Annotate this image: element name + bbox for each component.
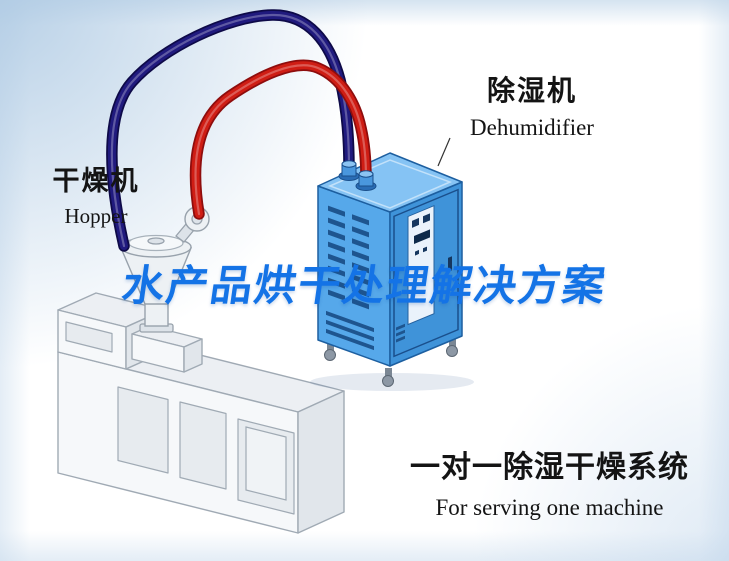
system-label: 一对一除湿干燥系统 For serving one machine	[410, 450, 689, 522]
pipe-fitting	[338, 160, 360, 181]
dehumidifier-vents	[326, 205, 374, 351]
caster-wheel	[446, 338, 458, 357]
pipe-supply-red	[189, 59, 372, 220]
door-handle	[448, 256, 452, 272]
dehumidifier-label-en: Dehumidifier	[470, 114, 594, 140]
system-label-en: For serving one machine	[435, 495, 664, 520]
panel-button	[412, 217, 419, 228]
pipe-fitting	[355, 170, 377, 191]
caster-wheel	[324, 342, 336, 361]
dryer-label-en: Hopper	[64, 204, 128, 229]
main-title: 水产品烘干处理解决方案	[118, 261, 610, 310]
hopper-unit	[119, 206, 210, 333]
extruder-door-panel	[117, 386, 169, 474]
dehumidifier-control-panel	[393, 188, 459, 358]
extruder-machine	[57, 292, 345, 534]
dehumidifier-label: 除湿机 Dehumidifier	[452, 74, 612, 141]
dehumidifier-label-cn: 除湿机	[486, 74, 577, 107]
dehumidifier-unit	[310, 152, 474, 391]
extruder-side	[297, 390, 345, 534]
panel-button	[423, 213, 430, 224]
extruder-door-inset	[245, 426, 287, 501]
caster-wheel	[382, 368, 394, 387]
panel-display	[414, 229, 430, 245]
dryer-label-cn: 干燥机	[52, 166, 140, 197]
extruder-small-panel	[65, 321, 113, 353]
dryer-label: 干燥机 Hopper	[44, 166, 148, 230]
hopper-lid-cap	[147, 237, 165, 245]
system-label-cn: 一对一除湿干燥系统	[410, 450, 689, 485]
extruder-door-panel	[179, 401, 227, 490]
dehumidifier-leader-line	[437, 137, 451, 167]
